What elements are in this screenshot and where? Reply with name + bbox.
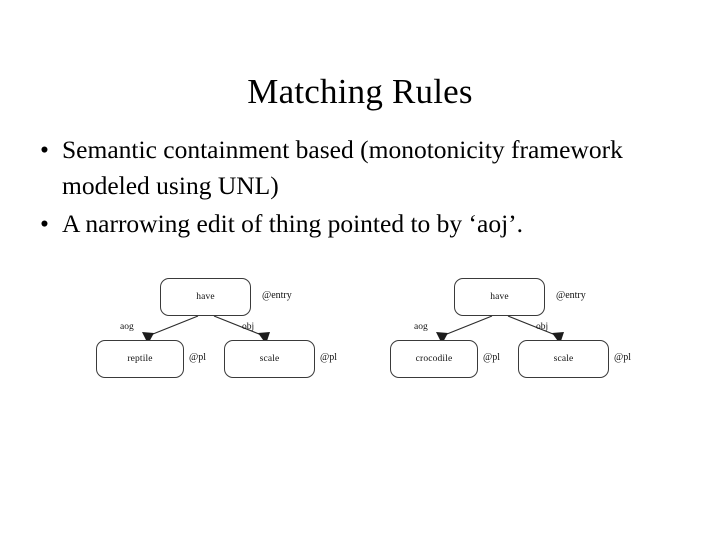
edge-line-obj <box>507 315 559 337</box>
list-item: • Semantic containment based (monotonici… <box>34 132 686 204</box>
bullet-text: Semantic containment based (monotonicity… <box>62 135 623 200</box>
bullet-marker-icon: • <box>40 209 49 238</box>
bullet-list: • Semantic containment based (monotonici… <box>34 132 686 244</box>
bullet-marker-icon: • <box>40 135 49 164</box>
edge-line-aog <box>441 315 493 337</box>
graph-edge-label-obj: obj <box>536 322 549 332</box>
unl-graph-crocodile: have @entry aog obj crocodile @pl scale … <box>390 266 648 396</box>
graph-node-child-obj: scale <box>224 340 315 378</box>
graph-node-child-aog: crocodile <box>390 340 478 378</box>
edge-line-obj <box>213 315 265 337</box>
graph-node-child-aog-attribute: @pl <box>189 352 206 363</box>
graph-edge-label-aog: aog <box>414 322 428 332</box>
page-title: Matching Rules <box>247 72 473 112</box>
graph-edge-label-obj: obj <box>242 322 255 332</box>
graph-edge-label-aog: aog <box>120 322 134 332</box>
graph-node-child-aog: reptile <box>96 340 184 378</box>
unl-graph-reptile: have @entry aog obj reptile @pl scale @p… <box>96 266 354 396</box>
graph-node-child-obj-attribute: @pl <box>320 352 337 363</box>
arrowhead-aog-icon <box>436 332 448 344</box>
arrowhead-aog-icon <box>142 332 154 344</box>
graph-node-root-attribute: @entry <box>556 290 586 301</box>
edge-line-aog <box>147 315 199 337</box>
graph-node-child-obj: scale <box>518 340 609 378</box>
list-item: • A narrowing edit of thing pointed to b… <box>34 206 686 242</box>
graph-node-root-attribute: @entry <box>262 290 292 301</box>
unl-graph-figure: have @entry aog obj reptile @pl scale @p… <box>96 266 656 396</box>
graph-node-root: have <box>454 278 545 316</box>
graph-node-child-obj-attribute: @pl <box>614 352 631 363</box>
graph-node-root: have <box>160 278 251 316</box>
bullet-text: A narrowing edit of thing pointed to by … <box>62 209 524 238</box>
graph-node-child-aog-attribute: @pl <box>483 352 500 363</box>
